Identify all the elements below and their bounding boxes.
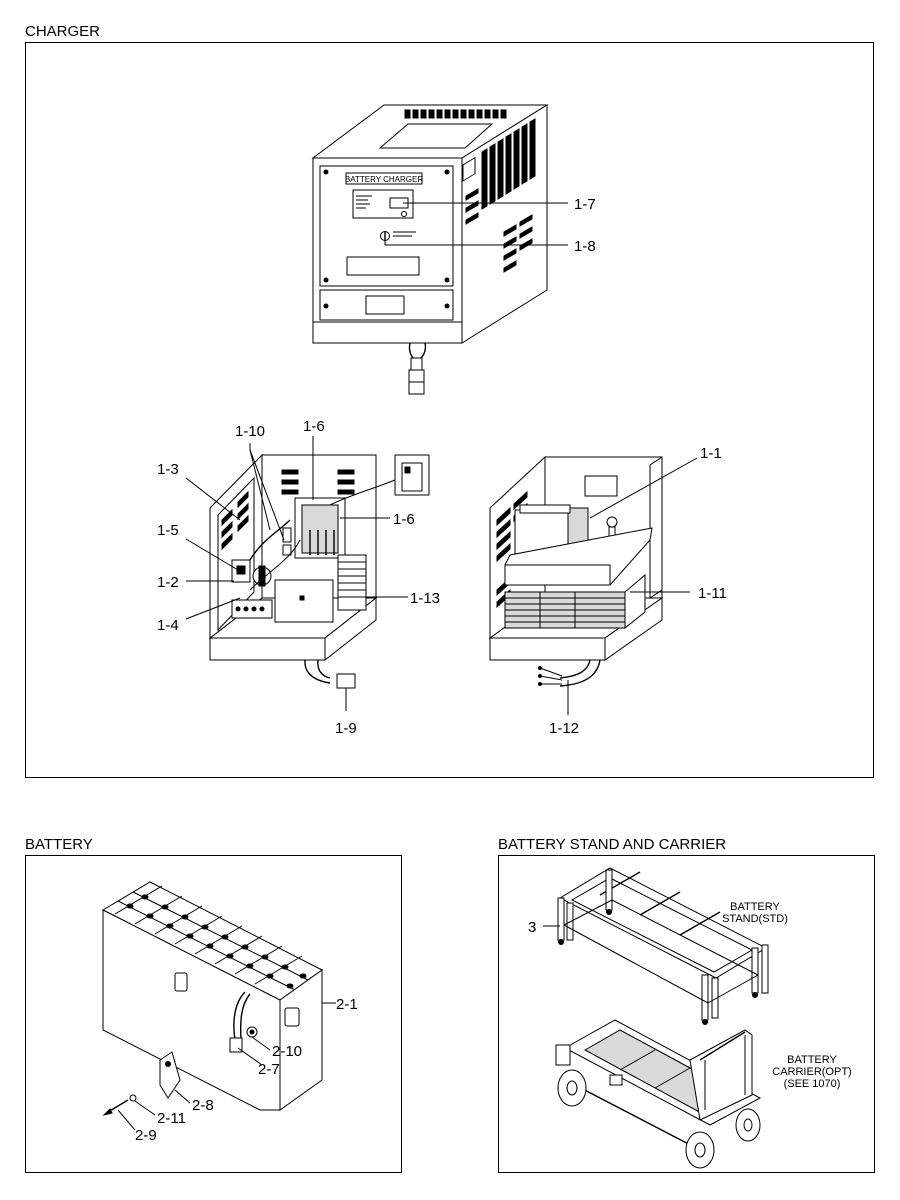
carrier-label-line1: BATTERY <box>787 1054 837 1066</box>
charger-assembled-illustration: BATTERY CHARGER <box>311 104 568 395</box>
callout-1-1: 1-1 <box>700 445 722 462</box>
callout-1-10: 1-10 <box>235 423 265 440</box>
callout-1-11: 1-11 <box>698 585 727 602</box>
carrier-label-line3: (SEE 1070) <box>784 1078 841 1090</box>
callout-1-5: 1-5 <box>157 522 179 539</box>
charger-open-left-illustration <box>185 436 430 711</box>
callout-1-6-top: 1-6 <box>303 418 325 435</box>
callout-3: 3 <box>528 919 536 936</box>
callout-1-6-right: 1-6 <box>393 511 415 528</box>
callout-1-3: 1-3 <box>157 461 179 478</box>
callout-1-9: 1-9 <box>335 720 357 737</box>
battery-stand-illustration <box>543 867 769 1025</box>
stand-section-title: BATTERY STAND AND CARRIER <box>498 836 727 853</box>
front-panel-text: BATTERY CHARGER <box>345 175 423 184</box>
charger-section-title: CHARGER <box>25 23 101 40</box>
callout-1-7: 1-7 <box>574 196 596 213</box>
battery-illustration <box>101 881 336 1131</box>
callout-1-2: 1-2 <box>157 574 179 591</box>
callout-2-11: 2-11 <box>157 1110 186 1127</box>
callout-1-4: 1-4 <box>157 617 179 634</box>
stand-label-line2: STAND(STD) <box>722 913 788 925</box>
battery-section-title: BATTERY <box>25 836 93 853</box>
charger-open-right-illustration <box>488 455 698 715</box>
callout-2-9: 2-9 <box>135 1127 157 1144</box>
stand-label-line1: BATTERY <box>730 901 780 913</box>
callout-1-8: 1-8 <box>574 238 596 255</box>
battery-carrier-illustration <box>555 1019 762 1169</box>
carrier-label-line2: CARRIER(OPT) <box>772 1066 851 1078</box>
callout-1-12: 1-12 <box>549 720 579 737</box>
callout-2-1: 2-1 <box>336 996 358 1013</box>
callout-2-7: 2-7 <box>258 1061 280 1078</box>
callout-1-13: 1-13 <box>410 590 440 607</box>
callout-2-8: 2-8 <box>192 1097 214 1114</box>
callout-2-10: 2-10 <box>272 1043 302 1060</box>
